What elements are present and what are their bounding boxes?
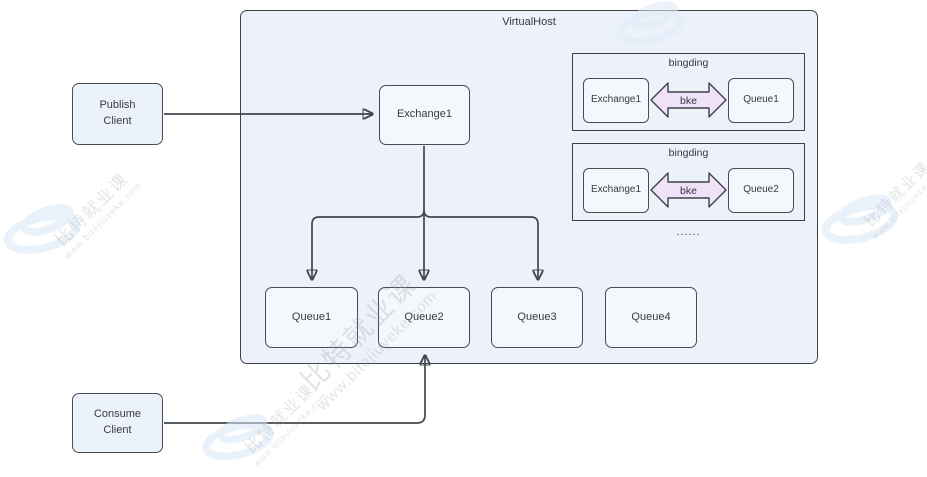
binding-group-2: bingding Exchange1 bke Queue2 bbox=[572, 143, 805, 221]
more-bindings-ellipsis: ...... bbox=[676, 226, 701, 238]
queue4-node: Queue4 bbox=[605, 287, 697, 348]
publish-client-node: Publish Client bbox=[72, 83, 163, 145]
binding-queue-node: Queue2 bbox=[728, 167, 794, 213]
queue3-node: Queue3 bbox=[491, 287, 583, 348]
brand-swoosh-watermark-icon bbox=[821, 194, 899, 244]
queue2-node: Queue2 bbox=[378, 287, 470, 348]
binding-arrow-label: bke bbox=[680, 185, 697, 197]
queue1-node: Queue1 bbox=[265, 287, 358, 348]
virtualhost-title: VirtualHost bbox=[502, 16, 556, 28]
consume-to-queue2-arrow bbox=[164, 356, 425, 424]
binding-exchange-node: Exchange1 bbox=[583, 167, 649, 213]
double-arrow-shape bbox=[650, 172, 727, 208]
binding-group-1: bingding Exchange1 bke Queue1 bbox=[572, 53, 805, 131]
brand-text-watermark: 比特就业课 www.bitejiuyeke.com bbox=[242, 381, 330, 469]
brand-swoosh-watermark-icon bbox=[3, 204, 81, 254]
binding-double-arrow: bke bbox=[649, 168, 728, 212]
binding-title: bingding bbox=[668, 147, 709, 159]
brand-text-watermark: 比特就业课 www.bitejiuyeke.com bbox=[861, 158, 927, 242]
binding-queue-node: Queue1 bbox=[728, 77, 794, 123]
binding-double-arrow: bke bbox=[649, 78, 728, 122]
binding-exchange-node: Exchange1 bbox=[583, 77, 649, 123]
consume-client-node: Consume Client bbox=[72, 393, 163, 453]
brand-text-watermark: 比特就业课 www.bitejiuyeke.com bbox=[51, 169, 145, 262]
binding-title: bingding bbox=[668, 57, 709, 69]
brand-swoosh-watermark-icon bbox=[202, 414, 274, 461]
exchange-node: Exchange1 bbox=[379, 85, 470, 145]
binding-arrow-label: bke bbox=[680, 95, 697, 107]
double-arrow-shape bbox=[650, 82, 727, 118]
